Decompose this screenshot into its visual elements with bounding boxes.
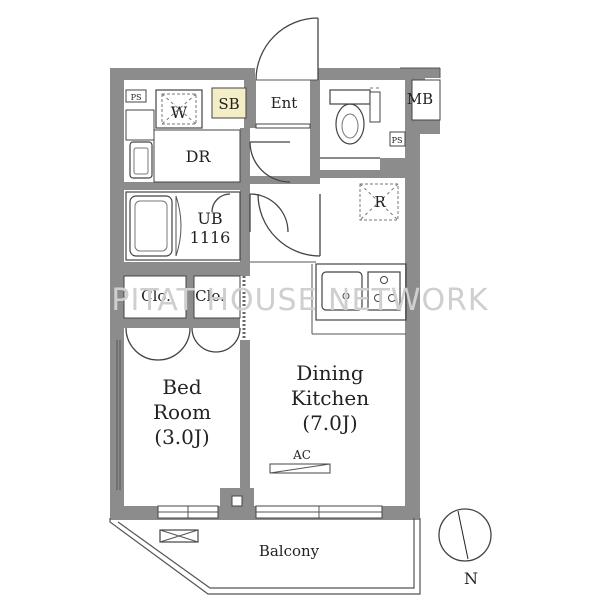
wall-dr-ub-divider <box>240 128 250 276</box>
bathtub <box>129 195 173 257</box>
outer-wall-right <box>405 132 420 518</box>
wall-ent-top <box>244 80 256 128</box>
unit-bath <box>125 191 241 261</box>
bedroom-label-2: Room <box>153 400 211 424</box>
wall-kitchen-top <box>318 170 406 178</box>
dr-label: DR <box>186 147 212 166</box>
kitchen-sink <box>321 271 363 311</box>
wall-clo-divider <box>186 276 194 318</box>
dining-label-2: Kitchen <box>291 386 369 410</box>
dr-sink <box>129 141 153 179</box>
outer-wall-top-left <box>110 68 255 80</box>
entrance-label: Ent <box>271 94 298 112</box>
shoe-box <box>211 87 247 119</box>
ps-right-box <box>389 131 406 147</box>
closet-door-left <box>125 327 159 361</box>
entrance-door <box>255 17 319 81</box>
toilet-sink <box>369 91 381 123</box>
dr-counter <box>125 109 155 141</box>
wall-bed-right <box>240 340 250 490</box>
compass-north-label: N <box>464 569 478 588</box>
watermark: PITAT HOUSE NETWORK <box>111 283 488 318</box>
ps-top-box <box>125 89 147 103</box>
dining-door <box>257 193 321 257</box>
stove <box>367 271 401 311</box>
wall-wet-bottom <box>124 262 250 276</box>
wall-toilet-bottom <box>380 158 406 170</box>
shoe-box-label: SB <box>218 95 239 113</box>
closet-left-label: Clo. <box>141 287 171 305</box>
compass-circle <box>438 508 492 562</box>
bedroom-label: Bed <box>162 375 202 399</box>
burner-icon <box>380 276 388 284</box>
ps-right-label: PS <box>392 136 403 145</box>
dining-label: Dining <box>296 361 364 385</box>
balcony-outline <box>109 518 421 595</box>
ac-label: AC <box>292 448 311 462</box>
meter-box-label: MB <box>407 90 433 108</box>
closet-right <box>193 275 241 319</box>
closet-left <box>123 275 187 319</box>
compass: N <box>438 508 492 588</box>
washer-label: W <box>171 103 188 122</box>
dr-vanity <box>153 129 241 183</box>
fridge-box <box>359 183 399 221</box>
balcony-hatch <box>159 529 199 543</box>
ub-label: UB <box>197 209 222 228</box>
fridge-label: R <box>374 193 386 211</box>
ub-size: 1116 <box>190 228 231 247</box>
washer-inner <box>161 93 197 125</box>
wall-toilet-left <box>310 80 320 180</box>
kitchen-counter <box>315 263 407 321</box>
balcony-label: Balcony <box>259 542 320 560</box>
wall-dr-bottom <box>124 182 244 190</box>
wall-hall-top <box>250 176 320 184</box>
closet-right-label: Clo. <box>195 287 225 305</box>
ps-top-label: PS <box>131 93 142 102</box>
washer-box <box>155 89 203 129</box>
outer-wall-top-right <box>318 68 400 80</box>
closet-door-right <box>191 327 217 353</box>
dining-size: (7.0J) <box>302 411 357 435</box>
ub-door <box>249 193 289 233</box>
wall-bed-top <box>124 318 240 328</box>
dr-door <box>249 141 291 183</box>
meter-box <box>411 79 441 121</box>
entrance-step <box>255 123 311 129</box>
column <box>231 495 243 507</box>
bedroom-size: (3.0J) <box>154 425 209 449</box>
toilet-icon <box>335 103 365 145</box>
outer-wall-mb-cap <box>398 120 440 134</box>
ac-unit <box>269 463 331 474</box>
